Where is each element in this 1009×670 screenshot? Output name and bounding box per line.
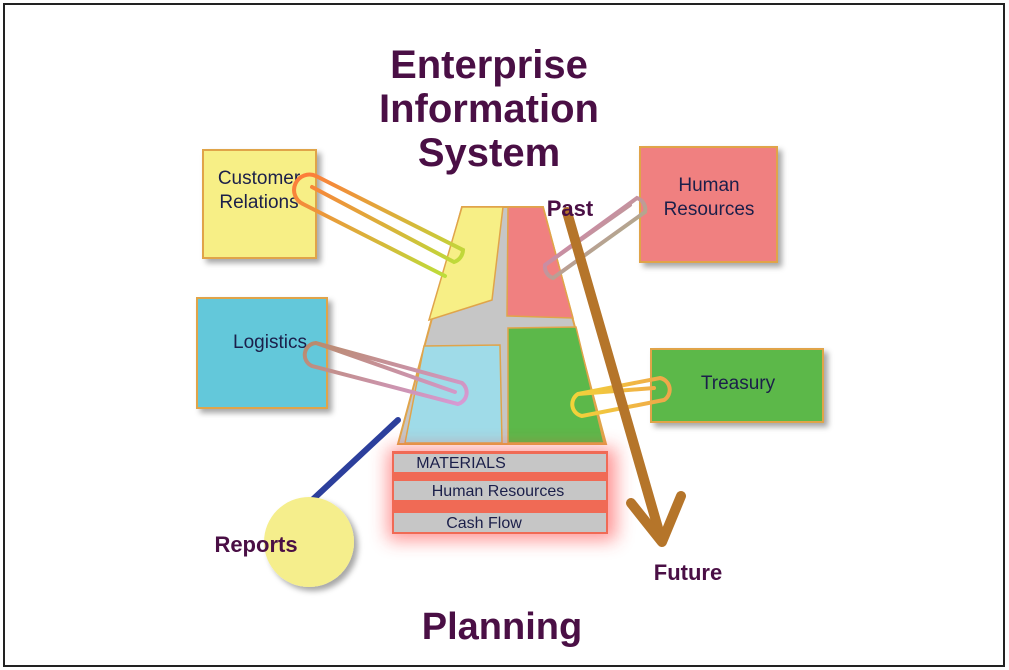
time-arrow <box>562 207 686 547</box>
treasury-label: Treasury <box>701 373 776 394</box>
human-resources-line-1: Human <box>678 175 739 196</box>
clip-logistics <box>302 340 469 407</box>
time-arrow-shaft <box>562 207 665 540</box>
band-cash-flow <box>394 513 606 532</box>
customer-relations-line-1: Customer <box>218 168 301 189</box>
reports-connector <box>306 417 401 506</box>
band-human-resources <box>394 481 606 500</box>
bottom-bands: MATERIALS Human Resources Cash Flow <box>388 448 616 540</box>
future-label: Future <box>654 560 722 585</box>
box-treasury: Treasury <box>650 348 824 423</box>
reports-label: Reports <box>214 532 297 557</box>
diagram-title: Enterprise Information System <box>379 43 599 175</box>
customer-relations-line-2: Relations <box>219 192 298 213</box>
clip-customer-relations <box>292 172 466 278</box>
clip-human-resources <box>542 195 648 281</box>
band-materials-label: MATERIALS <box>416 455 506 472</box>
band-materials <box>394 454 606 472</box>
title-line-1: Enterprise <box>390 43 588 87</box>
logistics-label: Logistics <box>233 332 307 353</box>
title-line-2: Information <box>379 87 599 131</box>
title-line-3: System <box>418 131 560 175</box>
pyramid-segment-blue <box>404 344 503 444</box>
pyramid-segment-yellow <box>427 206 504 322</box>
pyramid-segment-red <box>506 206 574 319</box>
box-customer-relations: Customer Relations <box>202 149 317 259</box>
planning-label: Planning <box>422 606 582 648</box>
past-label: Past <box>547 196 594 221</box>
pyramid-segment-green <box>507 326 605 444</box>
time-arrow-head <box>626 491 686 547</box>
box-human-resources: Human Resources <box>639 146 778 263</box>
box-logistics: Logistics <box>196 297 328 409</box>
reports-circle <box>264 497 354 587</box>
band-human-resources-label: Human Resources <box>432 483 565 500</box>
band-cash-flow-label: Cash Flow <box>446 515 522 532</box>
human-resources-line-2: Resources <box>664 199 755 220</box>
reports-node: Reports <box>214 417 401 587</box>
